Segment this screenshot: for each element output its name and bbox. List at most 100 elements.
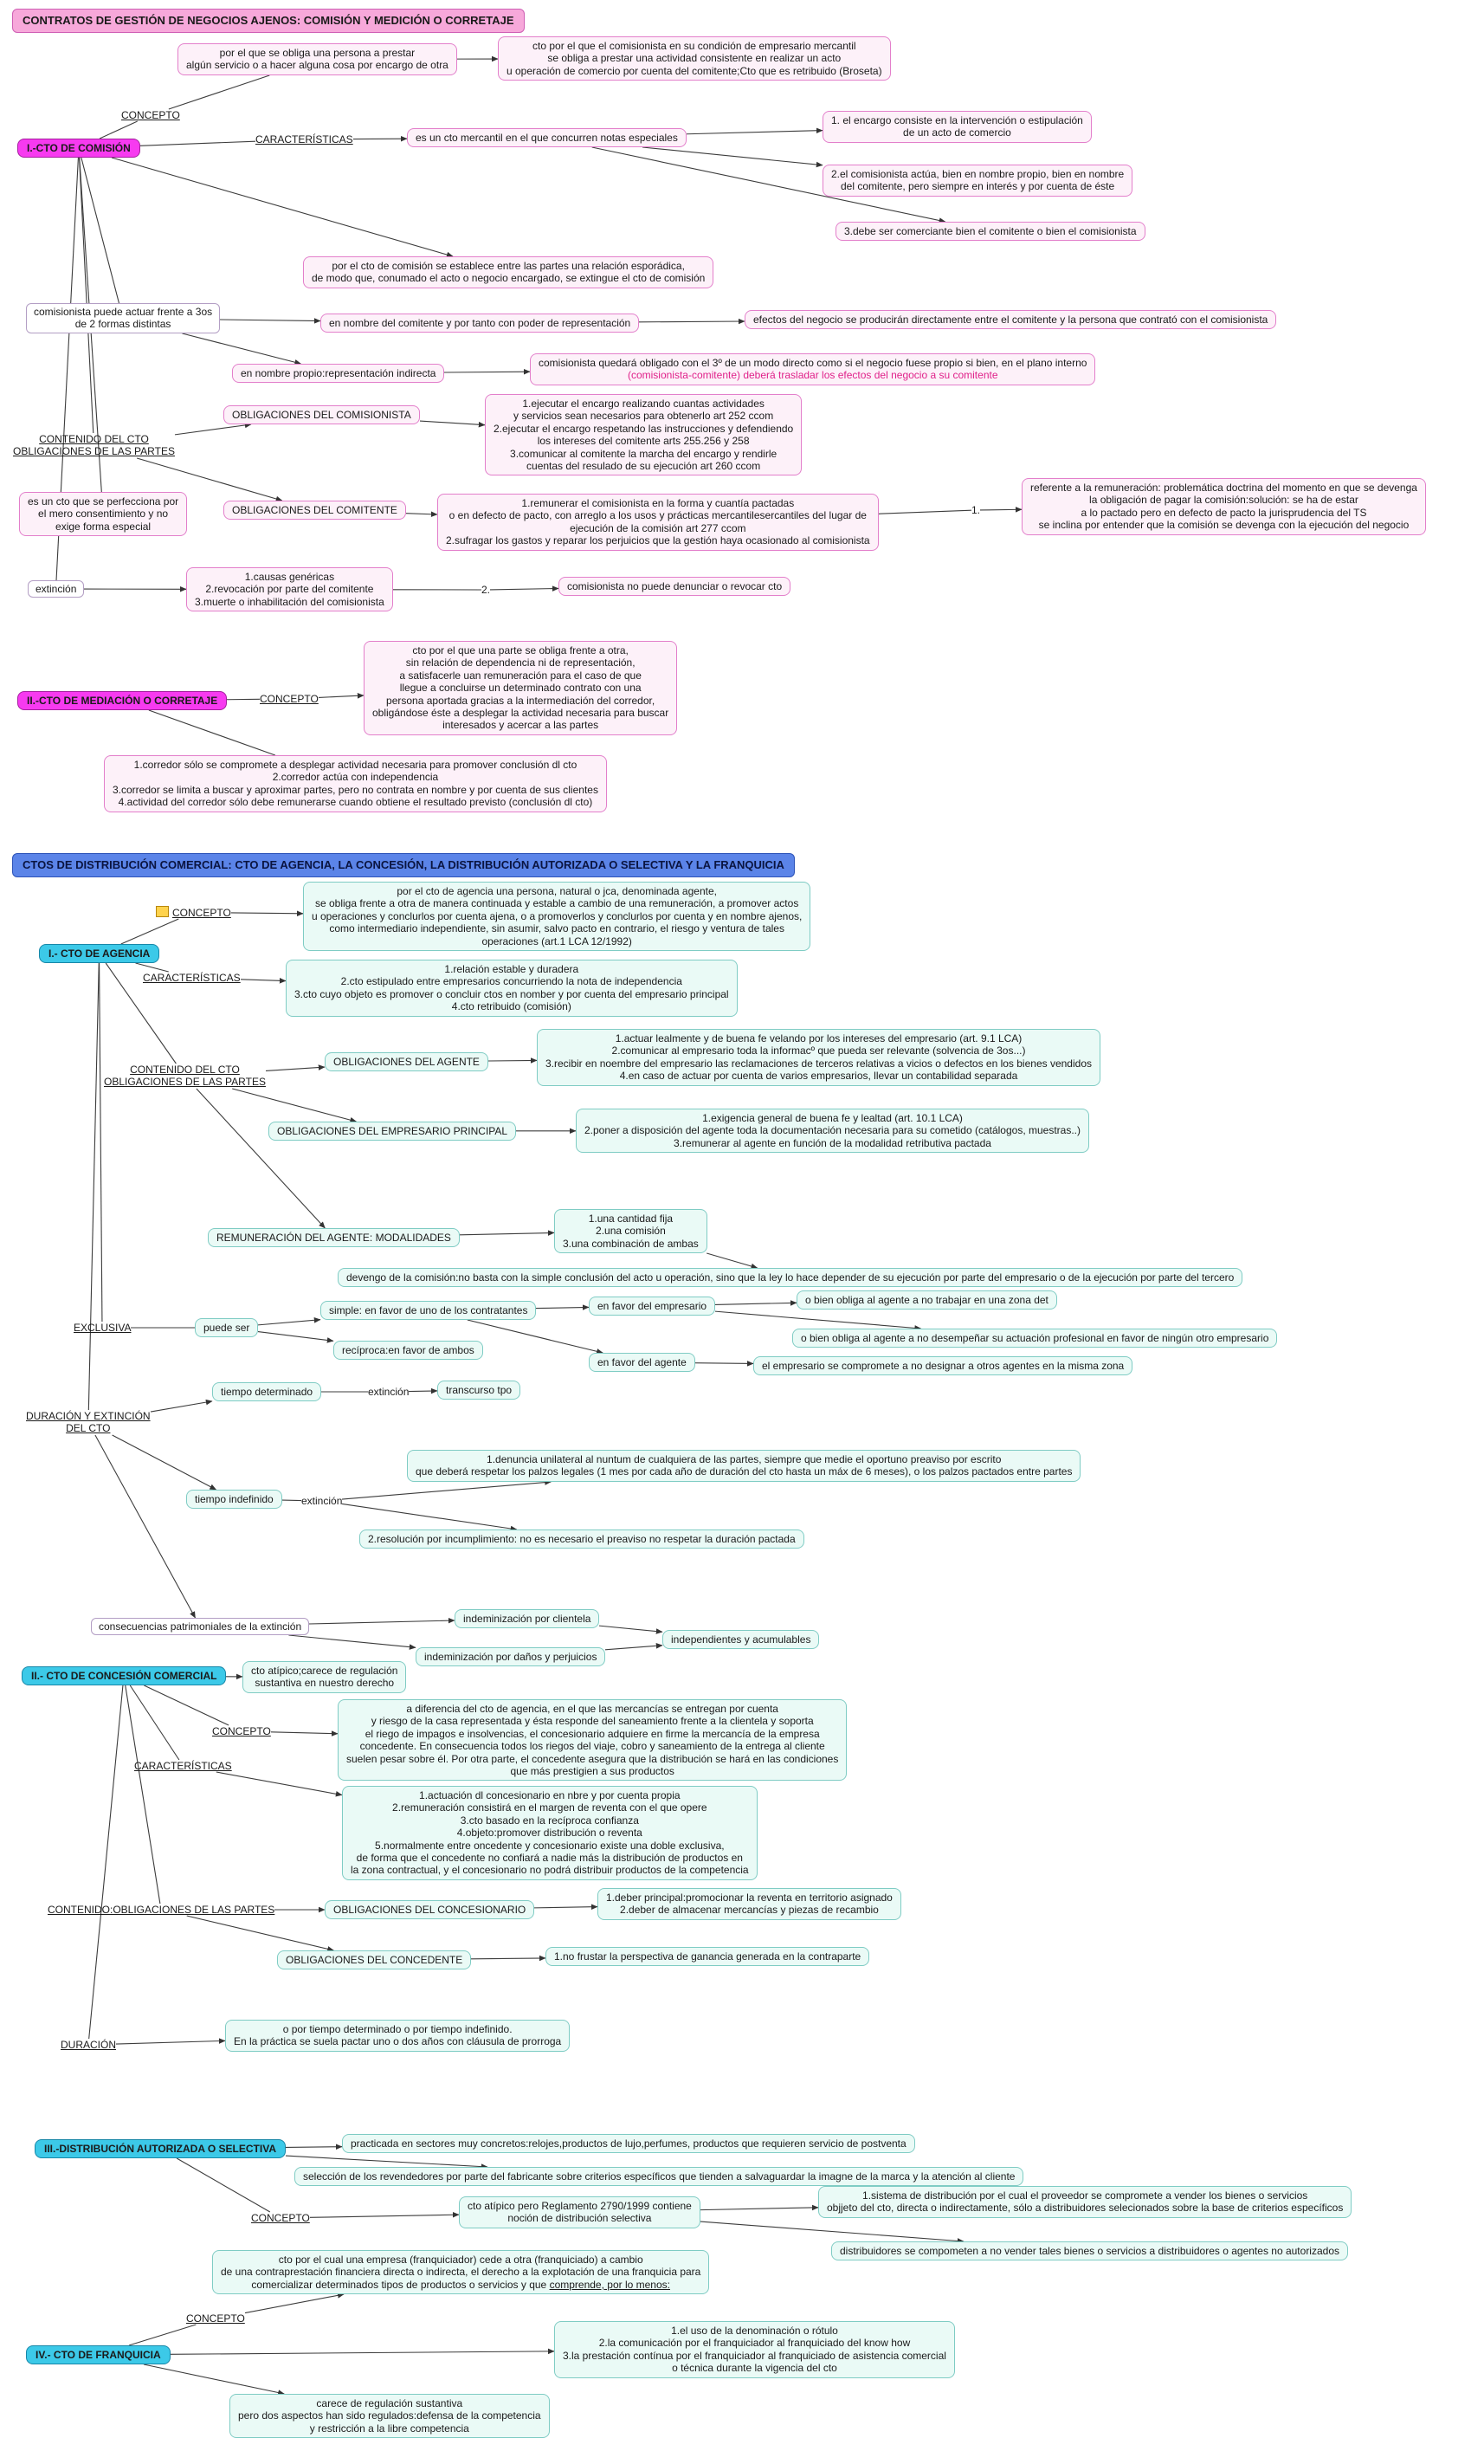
nombre-propio-box[interactable]: en nombre propio:representación indirect… xyxy=(232,364,445,384)
concesion-duracion-box[interactable]: o por tiempo determinado o por tiempo in… xyxy=(225,2020,571,2052)
conector-1: 1. xyxy=(971,504,980,516)
caracteristica-1-box[interactable]: 1. el encargo consiste en la intervenció… xyxy=(823,111,1092,143)
concesion-node[interactable]: II.- CTO DE CONCESIÓN COMERCIAL xyxy=(22,1666,227,1686)
connector-line xyxy=(120,918,179,945)
no-autorizados-box[interactable]: distribuidores se compometen a no vender… xyxy=(831,2241,1348,2261)
obligaciones-comisionista-lista[interactable]: 1.ejecutar el encargo realizando cuantas… xyxy=(485,394,803,476)
concesion-caracteristicas-label[interactable]: CARACTERÍSTICAS xyxy=(134,1760,232,1772)
exclusiva-label-text: EXCLUSIVA xyxy=(74,1322,132,1334)
seleccion-revendedores-box[interactable]: selección de los revendedores por parte … xyxy=(294,2167,1024,2187)
notas-especiales-box[interactable]: es un cto mercantil en el que concurren … xyxy=(407,128,687,148)
contenido-cto-label[interactable]: CONTENIDO DEL CTO OBLIGACIONES DE LAS PA… xyxy=(13,433,175,458)
gestion-section-title[interactable]: CONTRATOS DE GESTIÓN DE NEGOCIOS AJENOS:… xyxy=(12,9,525,33)
exclusiva-simple-box[interactable]: simple: en favor de uno de los contratan… xyxy=(320,1301,537,1321)
distribucion-section-title[interactable]: CTOS DE DISTRIBUCIÓN COMERCIAL: CTO DE A… xyxy=(12,853,795,877)
comision-concepto-box[interactable]: por el que se obliga una persona a prest… xyxy=(177,43,457,75)
reglamento-box[interactable]: cto atípico pero Reglamento 2790/1999 co… xyxy=(459,2196,700,2228)
agencia-concepto-box[interactable]: por el cto de agencia una persona, natur… xyxy=(303,882,811,951)
franquicia-regulacion-box[interactable]: carece de regulación sustantiva pero dos… xyxy=(229,2394,550,2439)
caracteristica-2-box[interactable]: 2.el comisionista actúa, bien en nombre … xyxy=(823,165,1133,197)
no-trabajar-zona-box[interactable]: o bien obliga al agente a no trabajar en… xyxy=(797,1290,1057,1310)
concesion-duracion-label[interactable]: DURACIÓN xyxy=(61,2039,116,2051)
agencia-caracteristicas-lista[interactable]: 1.relación estable y duradera 2.cto esti… xyxy=(286,960,738,1017)
obligaciones-agente-box[interactable]: OBLIGACIONES DEL AGENTE xyxy=(325,1052,488,1072)
comision-node[interactable]: I.-CTO DE COMISIÓN xyxy=(17,139,140,158)
concesion-contenido-label[interactable]: CONTENIDO:OBLIGACIONES DE LAS PARTES xyxy=(48,1904,274,1916)
corredor-notas-lista[interactable]: 1.corredor sólo se compromete a desplega… xyxy=(104,755,607,812)
mediacion-concepto-label[interactable]: CONCEPTO xyxy=(260,693,319,705)
obligaciones-empresario-lista[interactable]: 1.exigencia general de buena fe y lealta… xyxy=(576,1109,1090,1154)
obligaciones-comitente-lista[interactable]: 1.remunerar el comisionista en la forma … xyxy=(437,494,879,551)
nombre-comitente-box[interactable]: en nombre del comitente y por tanto con … xyxy=(320,314,640,333)
agencia-contenido-label[interactable]: CONTENIDO DEL CTO OBLIGACIONES DE LAS PA… xyxy=(104,1064,266,1089)
connector-line xyxy=(105,962,177,1064)
independientes-acumulables-box[interactable]: independientes y acumulables xyxy=(662,1630,820,1650)
obligaciones-concesionario-lista[interactable]: 1.deber principal:promocionar la reventa… xyxy=(597,1888,901,1920)
franquicia-concepto-box[interactable]: cto por el cual una empresa (franquiciad… xyxy=(212,2250,710,2295)
obligaciones-empresario-box[interactable]: OBLIGACIONES DEL EMPRESARIO PRINCIPAL xyxy=(268,1122,517,1141)
concesion-caracteristicas-lista[interactable]: 1.actuación dl concesionario en nbre y p… xyxy=(342,1786,758,1880)
agencia-concepto-label[interactable]: CONCEPTO xyxy=(156,906,231,919)
puede-ser-box-text: puede ser xyxy=(203,1322,250,1334)
transcurso-tpo-box[interactable]: transcurso tpo xyxy=(437,1381,521,1400)
relacion-esporadica-box[interactable]: por el cto de comisión se establece entr… xyxy=(303,256,714,288)
perfeccion-cto-box[interactable]: es un cto que se perfecciona por el mero… xyxy=(19,492,188,537)
favor-empresario-box[interactable]: en favor del empresario xyxy=(589,1297,716,1316)
distribucion-selectiva-node[interactable]: III.-DISTRIBUCIÓN AUTORIZADA O SELECTIVA xyxy=(35,2139,287,2159)
exclusiva-reciproca-box[interactable]: recíproca:en favor de ambos xyxy=(333,1341,483,1361)
remuneracion-agente-box[interactable]: REMUNERACIÓN DEL AGENTE: MODALIDADES xyxy=(208,1228,460,1248)
connector-line xyxy=(591,146,946,223)
indemnizacion-clientela-box[interactable]: indeminización por clientela xyxy=(455,1609,600,1629)
caracteristica-3-box[interactable]: 3.debe ser comerciante bien el comitente… xyxy=(836,222,1145,242)
connector-line xyxy=(129,1685,180,1761)
no-desempenar-box[interactable]: o bien obliga al agente a no desempeñar … xyxy=(792,1329,1278,1348)
concesion-concepto-box[interactable]: a diferencia del cto de agencia, en el q… xyxy=(338,1699,848,1782)
cto-atipico-box[interactable]: cto atípico;carece de regulación sustant… xyxy=(242,1661,407,1693)
representacion-indirecta-box[interactable]: comisionista quedará obligado con el 3º … xyxy=(530,353,1096,385)
consecuencias-patrimoniales-box[interactable]: consecuencias patrimoniales de la extinc… xyxy=(91,1618,310,1636)
tiempo-determinado-box[interactable]: tiempo determinado xyxy=(212,1382,322,1402)
obligaciones-comitente-box[interactable]: OBLIGACIONES DEL COMITENTE xyxy=(223,501,406,521)
formas-actuacion-box[interactable]: comisionista puede actuar frente a 3os d… xyxy=(26,303,221,333)
obligaciones-concedente-box[interactable]: OBLIGACIONES DEL CONCEDENTE xyxy=(277,1950,472,1970)
efectos-negocio-box[interactable]: efectos del negocio se producirán direct… xyxy=(745,310,1277,330)
concesion-concepto-label[interactable]: CONCEPTO xyxy=(212,1725,271,1737)
no-denuncia-box[interactable]: comisionista no puede denunciar o revoca… xyxy=(558,577,791,597)
denuncia-unilateral-box[interactable]: 1.denuncia unilateral al nuntum de cualq… xyxy=(407,1450,1081,1482)
causas-extincion-lista[interactable]: 1.causas genéricas 2.revocación por part… xyxy=(186,567,393,612)
comision-concepto-label[interactable]: CONCEPTO xyxy=(121,109,180,121)
franquicia-node[interactable]: IV.- CTO DE FRANQUICIA xyxy=(26,2345,171,2365)
devengo-comision-box[interactable]: devengo de la comisión:no basta con la s… xyxy=(338,1268,1243,1288)
distribucion-concepto-label[interactable]: CONCEPTO xyxy=(251,2212,310,2224)
extincion-box[interactable]: extinción xyxy=(28,580,85,598)
agencia-node[interactable]: I.- CTO DE AGENCIA xyxy=(39,944,160,964)
duracion-extincion-label[interactable]: DURACIÓN Y EXTINCIÓN DEL CTO xyxy=(26,1410,151,1435)
resolucion-incumplimiento-box[interactable]: 2.resolución por incumplimiento: no es n… xyxy=(359,1529,804,1549)
no-designar-agentes-box[interactable]: el empresario se compromete a no designa… xyxy=(753,1356,1133,1376)
agencia-caracteristicas-label[interactable]: CARACTERÍSTICAS xyxy=(143,972,241,984)
remuneracion-devengo-box[interactable]: referente a la remuneración: problemátic… xyxy=(1022,478,1426,535)
caracteristica-2-box-text: 2.el comisionista actúa, bien en nombre … xyxy=(831,168,1125,193)
puede-ser-box[interactable]: puede ser xyxy=(195,1318,259,1338)
obligaciones-agente-lista[interactable]: 1.actuar lealmente y de buena fe velando… xyxy=(537,1029,1100,1086)
obligaciones-concesionario-box[interactable]: OBLIGACIONES DEL CONCESIONARIO xyxy=(325,1900,535,1920)
connector-line xyxy=(112,1434,217,1491)
obligaciones-comisionista-box[interactable]: OBLIGACIONES DEL COMISIONISTA xyxy=(223,405,420,425)
mediacion-node[interactable]: II.-CTO DE MEDIACIÓN O CORRETAJE xyxy=(17,691,228,711)
comision-concepto-broseta-box[interactable]: cto por el que el comisionista en su con… xyxy=(498,36,891,81)
mediacion-concepto-box[interactable]: cto por el que una parte se obliga frent… xyxy=(364,641,678,735)
exclusiva-label[interactable]: EXCLUSIVA xyxy=(74,1322,131,1334)
franquicia-concepto-label[interactable]: CONCEPTO xyxy=(186,2312,245,2325)
sectores-concretos-box[interactable]: practicada en sectores muy concretos:rel… xyxy=(342,2134,915,2154)
comision-caracteristicas-label[interactable]: CARACTERÍSTICAS xyxy=(255,133,353,146)
indemnizacion-danos-box[interactable]: indeminización por daños y perjuicios xyxy=(416,1647,606,1667)
favor-agente-box[interactable]: en favor del agente xyxy=(589,1353,695,1373)
obligaciones-concedente-lista[interactable]: 1.no frustar la perspectiva de ganancia … xyxy=(545,1947,870,1967)
modalidades-lista[interactable]: 1.una cantidad fija 2.una comisión 3.una… xyxy=(554,1209,707,1254)
tiempo-indefinido-box[interactable]: tiempo indefinido xyxy=(186,1490,282,1510)
tiempo-indefinido-box-text: tiempo indefinido xyxy=(195,1493,274,1505)
sistema-distribucion-box[interactable]: 1.sistema de distribución por el cual el… xyxy=(818,2186,1352,2218)
franquicia-contenido-lista[interactable]: 1.el uso de la denominación o rótulo 2.l… xyxy=(554,2321,955,2378)
connector-line xyxy=(878,509,972,514)
formas-actuacion-box-text: comisionista puede actuar frente a 3os d… xyxy=(34,306,213,331)
